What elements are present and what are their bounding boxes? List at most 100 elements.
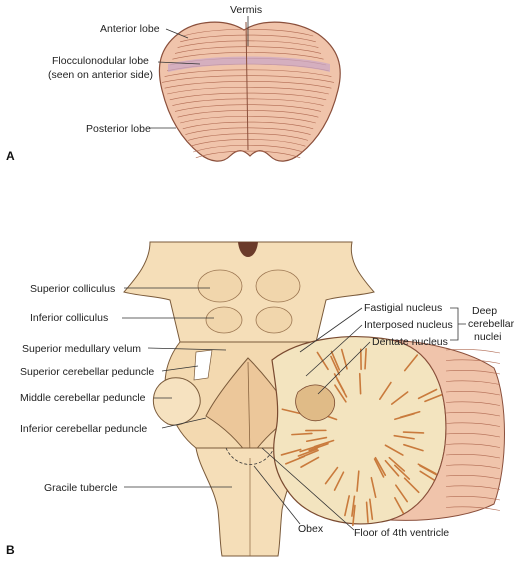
dentate-nucleus <box>295 384 336 422</box>
folium-line <box>445 370 501 375</box>
cortex-stripe <box>388 456 406 472</box>
cortex-stripe <box>356 470 360 492</box>
cortex-stripe <box>305 436 328 443</box>
folium-line <box>169 92 327 101</box>
label-deep-line3: nuclei <box>474 331 501 343</box>
cortex-stripe <box>374 456 387 476</box>
vermis-groove <box>245 21 249 151</box>
pineal-recess <box>238 242 258 257</box>
cortex-stripe <box>393 464 411 480</box>
folium-line <box>172 98 324 106</box>
cortex-stripe <box>394 497 406 517</box>
label-vermis: Vermis <box>230 4 262 16</box>
cortex-stripe <box>300 456 320 468</box>
cortex-stripe <box>281 408 303 415</box>
lateral-folia-lines <box>445 349 501 511</box>
cortex-stripe <box>419 464 439 477</box>
cortex-stripe <box>390 391 409 405</box>
cortex-stripe <box>280 448 302 456</box>
superior-colliculus-left <box>197 269 243 303</box>
folium-line <box>161 75 335 83</box>
folium-line <box>177 110 319 118</box>
label-superior-cerebellar-peduncle: Superior cerebellar peduncle <box>20 366 154 378</box>
cortex-stripe <box>403 443 424 452</box>
folium-line <box>445 485 501 490</box>
label-gracile-tubercle: Gracile tubercle <box>44 482 118 494</box>
cortex-stripe <box>384 459 400 477</box>
panel-b-letter: B <box>6 543 15 557</box>
cortex-stripe <box>308 442 329 452</box>
cortex-stripe <box>393 434 415 440</box>
cortex-stripe <box>399 410 421 419</box>
label-fastigial-nucleus: Fastigial nucleus <box>364 302 442 314</box>
cortex-stripe <box>330 350 341 371</box>
panel-b-illustration <box>123 241 505 557</box>
panel-a-illustration <box>158 21 341 162</box>
folium-line <box>445 443 501 448</box>
folium-line <box>174 46 322 54</box>
folium-line <box>445 454 501 459</box>
cortex-stripe <box>424 393 445 403</box>
label-posterior-lobe: Posterior lobe <box>86 123 151 135</box>
folium-line <box>445 412 501 417</box>
folium-line <box>445 391 501 396</box>
folium-line <box>445 422 501 427</box>
superior-cerebellar-peduncle-band <box>193 349 213 381</box>
cortex-stripe <box>403 354 419 372</box>
cortex-stripe <box>358 372 362 395</box>
label-flocculonodular-lobe-note: (seen on anterior side) <box>48 69 153 81</box>
cortex-stripe <box>299 444 320 453</box>
median-sulcus <box>247 361 251 457</box>
label-obex: Obex <box>298 523 324 535</box>
cortex-stripe <box>334 384 347 403</box>
cortex-stripe <box>395 484 409 503</box>
folium-line <box>195 150 301 159</box>
cortex-stripe <box>370 476 377 499</box>
label-floor-4th-ventricle: Floor of 4th ventricle <box>354 527 449 539</box>
folium-line <box>445 496 501 501</box>
cortex-stripe <box>384 444 404 456</box>
folium-line <box>174 104 322 112</box>
folium-line <box>164 69 332 77</box>
cortex-stripe <box>403 477 420 494</box>
folium-line <box>445 401 501 406</box>
label-deep-line1: Deep <box>472 305 497 317</box>
panel-a-letter: A <box>6 149 15 163</box>
obex-dashed <box>225 447 275 465</box>
folium-line <box>445 349 501 354</box>
cortex-stripe <box>402 431 425 434</box>
label-inferior-cerebellar-peduncle: Inferior cerebellar peduncle <box>20 423 147 435</box>
cortex-stripe <box>291 432 313 436</box>
cortex-stripe <box>417 388 438 400</box>
folium-line <box>180 115 316 124</box>
folium-line <box>445 464 501 469</box>
cortex-stripe <box>330 355 341 376</box>
label-middle-cerebellar-peduncle: Middle cerebellar peduncle <box>20 392 146 404</box>
cortex-stripe <box>369 498 374 520</box>
midbrain <box>123 241 375 343</box>
inferior-colliculus-left <box>205 306 243 334</box>
cortex-stripe <box>419 470 438 483</box>
superior-colliculus-right <box>255 269 301 303</box>
folium-line <box>445 359 501 364</box>
cortex-stripe <box>365 501 369 524</box>
label-inferior-colliculus: Inferior colliculus <box>30 312 108 324</box>
cortex-stripe <box>284 455 306 465</box>
label-interposed-nucleus: Interposed nucleus <box>364 319 453 331</box>
folium-line <box>445 433 501 438</box>
cortex-stripe <box>344 495 350 517</box>
label-deep-line2: cerebellar <box>468 318 515 330</box>
cortex-stripe <box>333 471 345 491</box>
cortex-stripe <box>352 504 356 527</box>
flocculonodular-band <box>168 56 330 72</box>
cortex-stripe <box>364 347 367 370</box>
folium-line <box>445 380 501 385</box>
label-dentate-nucleus: Dentate nucleus <box>372 336 448 348</box>
cortex-stripe <box>373 458 385 478</box>
cortex-stripe <box>333 373 345 393</box>
cortex-stripe <box>351 495 356 517</box>
deep-nuclei-bracket <box>450 307 466 341</box>
folium-line <box>445 475 501 480</box>
cortex-stripe <box>379 381 392 400</box>
